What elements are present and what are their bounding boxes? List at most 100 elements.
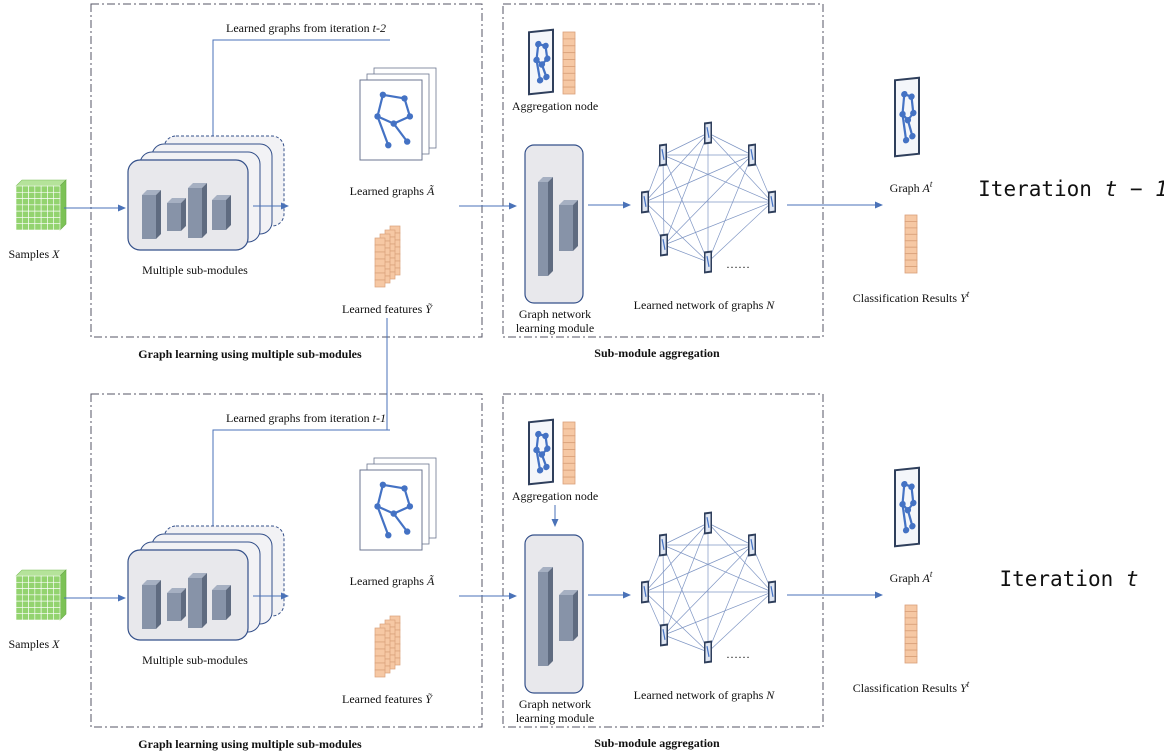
cube-cell <box>15 575 23 583</box>
feature-cell <box>904 643 918 651</box>
feature-cell <box>374 641 386 650</box>
cube-cell <box>15 594 23 602</box>
cube-cell <box>40 575 48 583</box>
graph-node <box>385 142 392 149</box>
cube-cell <box>47 581 55 589</box>
cube-cell <box>47 185 55 193</box>
feature-cell <box>562 52 576 60</box>
learned-from-label: Learned graphs from iteration t-2 <box>226 21 386 35</box>
network-ellipsis: …… <box>726 647 750 661</box>
feature-cell <box>562 45 576 54</box>
graph-edge <box>376 116 390 146</box>
node-glyph <box>706 645 710 658</box>
graph-edge <box>392 512 409 533</box>
graph-learning-caption: Graph learning using multiple sub-module… <box>138 737 362 751</box>
cube-cell <box>47 210 55 218</box>
gnl-bar <box>538 177 553 276</box>
bar-top <box>167 198 186 203</box>
graph-out-label: Graph At <box>890 179 933 195</box>
network-ellipsis: …… <box>726 257 750 271</box>
cube-cell <box>53 607 61 615</box>
cube-side <box>59 179 67 231</box>
bar-front <box>212 200 226 230</box>
network-node-icon <box>660 623 668 647</box>
cube-cell <box>21 217 29 225</box>
graph-node <box>379 481 387 488</box>
feature-cell <box>562 72 576 81</box>
graph-node <box>374 503 381 510</box>
aggregation-node-label: Aggregation node <box>512 99 598 113</box>
node-glyph <box>750 148 754 161</box>
feature-cell <box>562 469 576 478</box>
cube-cell <box>34 581 42 589</box>
feature-cell <box>904 253 918 261</box>
graph-node <box>536 467 544 474</box>
learned-features-label: Learned features Ỹ <box>342 302 433 316</box>
network-edge <box>644 154 753 203</box>
network-edge <box>663 634 709 653</box>
feature-cell <box>562 66 576 74</box>
cube-cell <box>40 581 48 589</box>
cube-cell <box>21 210 29 218</box>
cube-cell <box>21 204 29 212</box>
feature-cell <box>562 456 576 464</box>
bar-top <box>559 590 578 595</box>
graph-node <box>543 463 550 471</box>
cube-cell <box>47 600 55 608</box>
cube-cell <box>34 185 42 193</box>
network-edge <box>663 201 773 246</box>
graph-edge <box>376 94 384 117</box>
bar-side <box>573 200 578 251</box>
feature-cell <box>904 623 918 632</box>
feature-cell <box>374 662 386 671</box>
node-glyph <box>662 238 666 251</box>
gnl-label-line1: Graph network <box>519 307 591 321</box>
graph-edge <box>382 483 405 490</box>
graph-edge <box>535 449 542 471</box>
network-edge <box>663 544 753 636</box>
submodule-bar <box>212 585 231 620</box>
network-edge <box>644 522 709 593</box>
feature-cell <box>904 266 918 274</box>
cube-cell <box>53 210 61 218</box>
node-glyph <box>643 195 647 208</box>
cube-cell <box>40 185 48 193</box>
network-node-icon <box>768 580 776 604</box>
graph-node <box>533 56 540 64</box>
cube-cell <box>34 191 42 199</box>
graph-node <box>901 480 908 488</box>
network-of-graphs <box>641 511 776 664</box>
cube-cell <box>34 210 42 218</box>
cube-cell <box>28 600 36 608</box>
cube-cell <box>15 198 23 206</box>
graph-node <box>904 116 912 124</box>
classification-feature-stack <box>904 604 918 664</box>
cube-cell <box>15 613 23 621</box>
feature-cell <box>904 656 918 664</box>
cube-cell <box>53 588 61 596</box>
graph-node <box>401 485 408 492</box>
cube-cell <box>28 204 36 212</box>
submodules-label: Multiple sub-modules <box>142 263 248 277</box>
cube-cell <box>47 223 55 231</box>
cube-cell <box>28 210 36 218</box>
submodule-bar <box>212 195 231 230</box>
submodule-bar <box>167 588 186 621</box>
cube-cell <box>28 191 36 199</box>
feature-cell <box>904 227 918 235</box>
bar-front <box>167 593 181 621</box>
cube-cell <box>28 198 36 206</box>
bar-side <box>226 195 231 230</box>
iteration-label: Iteration t <box>999 567 1138 591</box>
network-edge <box>663 522 709 636</box>
feature-cell <box>904 221 918 229</box>
cube-top <box>15 179 67 187</box>
feature-cell <box>562 476 576 485</box>
network-edge <box>663 132 709 246</box>
graph-learning-panel <box>90 393 483 728</box>
cube-cell <box>53 217 61 225</box>
cube-cell <box>53 594 61 602</box>
cube-cell <box>34 198 42 206</box>
learned-features-icon <box>374 225 401 288</box>
